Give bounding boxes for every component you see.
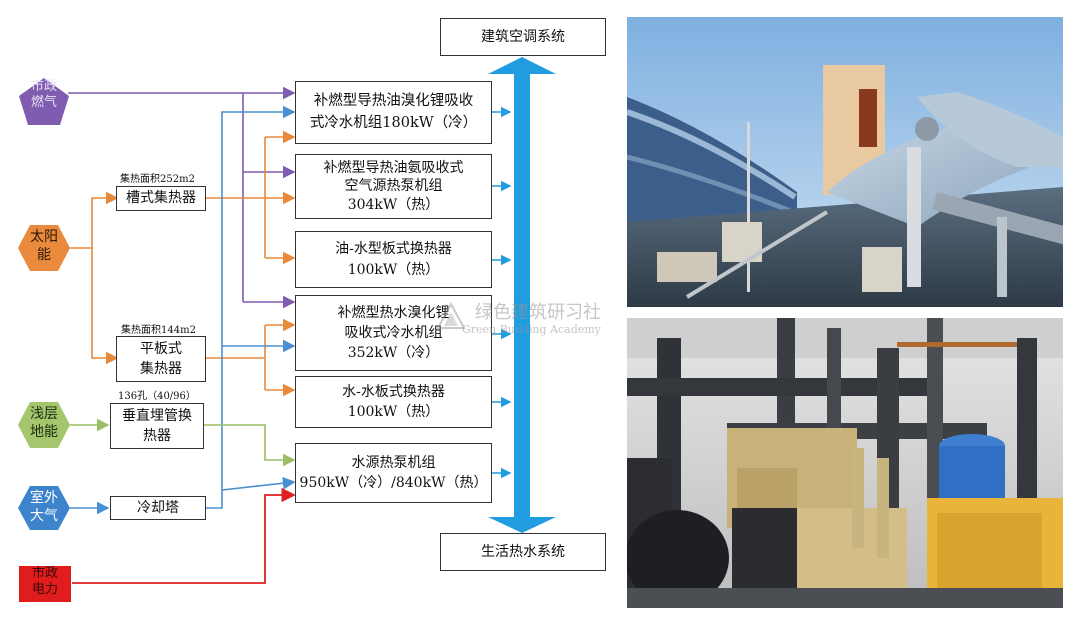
flow-connectors bbox=[18, 57, 556, 602]
watermark-cn: 绿色建筑研习社 bbox=[475, 302, 601, 323]
unit-ammonia-heat-pump: 补燃型导热油氨吸收式 空气源热泵机组 304kW（热） bbox=[295, 154, 492, 219]
output-hvac-system: 建筑空调系统 bbox=[440, 18, 606, 56]
source-outdoor-air: 室外 大气 bbox=[30, 490, 58, 524]
gas-pentagon bbox=[19, 78, 69, 125]
flat-area-label: 集热面积144m2 bbox=[121, 325, 196, 336]
borehole-count-label: 136孔（40/96） bbox=[118, 391, 196, 402]
trough-collector: 槽式集热器 bbox=[116, 186, 206, 211]
main-distribution-arrow bbox=[488, 57, 556, 533]
source-shallow-ground: 浅层 地能 bbox=[30, 406, 58, 440]
photo-machine-room-chillers bbox=[627, 318, 1063, 608]
source-gas: 市政 燃气 bbox=[30, 79, 57, 111]
unit-hotwater-libr-chiller: 补燃型热水溴化锂 吸收式冷水机组 352kW（冷） bbox=[295, 295, 492, 371]
photo-solar-trough-collectors bbox=[627, 17, 1063, 307]
shallow-hexagon bbox=[18, 402, 70, 448]
vertical-ground-exchanger: 垂直埋管换 热器 bbox=[110, 403, 204, 449]
source-solar: 太阳 能 bbox=[30, 229, 58, 263]
flat-collector: 平板式 集热器 bbox=[116, 336, 206, 382]
unit-water-source-heat-pump: 水源热泵机组 950kW（冷）/840kW（热） bbox=[295, 443, 492, 503]
cooling-tower: 冷却塔 bbox=[110, 496, 206, 520]
solar-hexagon bbox=[18, 225, 70, 271]
source-power: 市政 电力 bbox=[31, 566, 58, 598]
watermark-logo bbox=[436, 302, 466, 329]
trough-area-label: 集热面积252m2 bbox=[120, 174, 195, 185]
unit-gas-oil-libr-chiller: 补燃型导热油溴化锂吸收 式冷水机组180kW（冷） bbox=[295, 81, 492, 144]
power-rect bbox=[19, 566, 71, 602]
unit-water-water-exchanger: 水-水板式换热器 100kW（热） bbox=[295, 376, 492, 428]
air-hexagon bbox=[18, 486, 70, 530]
watermark-en: Green Building Academy bbox=[462, 323, 601, 336]
output-domestic-hotwater: 生活热水系统 bbox=[440, 533, 606, 571]
unit-oil-water-exchanger: 油-水型板式换热器 100kW（热） bbox=[295, 231, 492, 288]
